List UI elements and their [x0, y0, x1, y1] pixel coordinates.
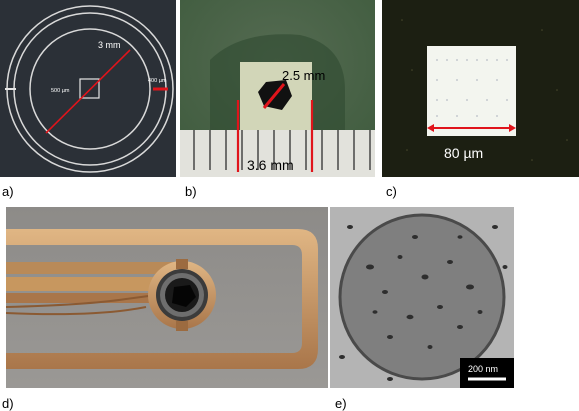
- scalebar-label: 200 nm: [468, 364, 498, 374]
- panel-e-label: e): [335, 396, 347, 411]
- panel-a-schematic: 3 mm 500 µm 400 µm: [0, 0, 176, 177]
- annot-right: 400 µm: [148, 78, 167, 84]
- panel-b-label: b): [185, 184, 197, 199]
- membrane-disk: [338, 213, 506, 381]
- panel-c-micrograph: 80 µm: [382, 0, 579, 177]
- annot-center: 500 µm: [51, 88, 70, 94]
- panel-d-photo: [6, 207, 328, 388]
- panel-b-photo: 2.5 mm 3.6 mm: [180, 0, 375, 177]
- annot-width: 3.6 mm: [247, 157, 294, 173]
- panel-a-label: a): [2, 184, 14, 199]
- panel-d-label: d): [2, 396, 14, 411]
- annot-diag: 2.5 mm: [282, 68, 325, 83]
- ruler: [180, 130, 375, 177]
- panel-c-label: c): [386, 184, 397, 199]
- inner-circle: [29, 28, 151, 150]
- bright-square: [427, 46, 516, 136]
- scalebar-box: [460, 358, 514, 388]
- panel-e-tem: 200 nm: [330, 207, 514, 388]
- annot-outer: 3 mm: [98, 40, 121, 50]
- diameter-line: [45, 49, 131, 134]
- center-square: [79, 78, 100, 99]
- annot-width: 80 µm: [444, 145, 483, 161]
